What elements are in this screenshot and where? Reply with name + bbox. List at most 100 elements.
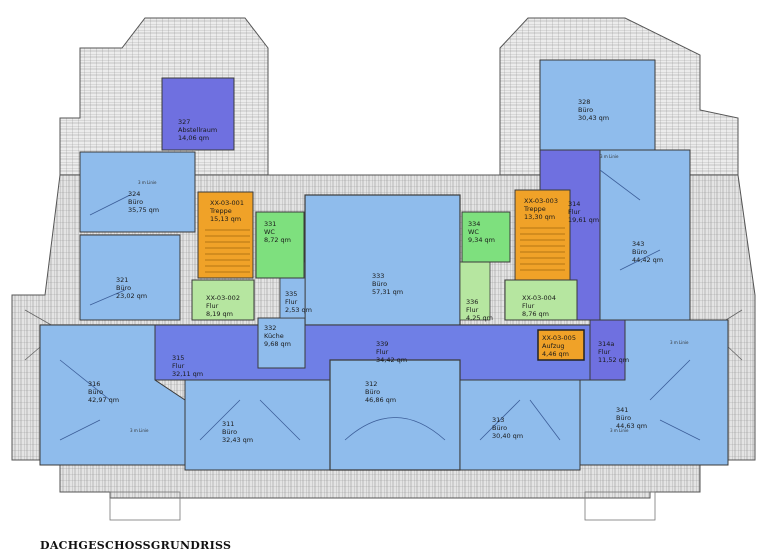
room-area-label: 14,06 qm — [178, 134, 209, 142]
room-name-label: Büro — [372, 280, 387, 288]
room-area-label: 19,61 qm — [568, 216, 599, 224]
room-num-label: 332 — [264, 324, 276, 332]
room-num-label: 333 — [372, 272, 384, 280]
room-area-label: 13,30 qm — [524, 213, 555, 221]
room-area-label: 30,43 qm — [578, 114, 609, 122]
room-name-label: Büro — [222, 428, 237, 436]
room-name-label: Abstellraum — [178, 126, 217, 134]
room-name-label: Büro — [88, 388, 103, 396]
room-324 — [79, 151, 196, 233]
room-area-label: 34,42 qm — [376, 356, 407, 364]
landing-xx004 — [504, 279, 578, 321]
room-area-label: 2,53 qm — [285, 306, 312, 314]
room-num-label: XX-03-005 — [542, 334, 576, 342]
room-area-label: 4,25 qm — [466, 314, 493, 322]
room-name-label: Flur — [466, 306, 479, 314]
room-area-label: 15,13 qm — [210, 215, 241, 223]
cores — [191, 189, 585, 361]
room-name-label: Treppe — [209, 207, 232, 215]
room-num-label: XX-03-003 — [524, 197, 558, 205]
roof-slope-lines — [59, 169, 701, 441]
room-area-label: 8,76 qm — [522, 310, 549, 318]
room-num-label: XX-03-004 — [522, 294, 556, 302]
room-name-label: Küche — [264, 332, 284, 340]
room-name-label: Büro — [632, 248, 647, 256]
room-num-label: 331 — [264, 220, 276, 228]
room-341 — [579, 319, 729, 466]
room-area-label: 9,34 qm — [468, 236, 495, 244]
room-num-label: 321 — [116, 276, 128, 284]
room-num-label: 312 — [365, 380, 377, 388]
room-name-label: WC — [468, 228, 479, 236]
wc-334 — [461, 211, 511, 263]
room-name-label: Flur — [206, 302, 219, 310]
room-area-label: 30,40 qm — [492, 432, 523, 440]
room-name-label: Büro — [492, 424, 507, 432]
room-num-label: 335 — [285, 290, 297, 298]
slope-markers: 3 m Linie 3 m Linie 3 m Linie 3 m Linie … — [130, 154, 689, 433]
room-num-label: 327 — [178, 118, 190, 126]
room-332 — [257, 317, 306, 369]
wc-331 — [255, 211, 305, 279]
room-name-label: WC — [264, 228, 275, 236]
stair-xx001 — [197, 191, 254, 279]
room-name-label: Büro — [128, 198, 143, 206]
room-area-label: 11,52 qm — [598, 356, 629, 364]
room-name-label: Büro — [365, 388, 380, 396]
room-name-label: Flur — [172, 362, 185, 370]
room-area-label: 35,75 qm — [128, 206, 159, 214]
room-327 — [161, 77, 235, 151]
room-name-label: Flur — [522, 302, 535, 310]
room-area-label: 46,86 qm — [365, 396, 396, 404]
room-num-label: 334 — [468, 220, 480, 228]
room-num-label: 316 — [88, 380, 100, 388]
room-name-label: Flur — [568, 208, 581, 216]
slope-label: 3 m Linie — [138, 180, 157, 185]
floor-plan: 3 m Linie 3 m Linie 3 m Linie 3 m Linie … — [11, 17, 756, 521]
room-area-label: 9,68 qm — [264, 340, 291, 348]
room-name-label: Büro — [116, 284, 131, 292]
room-343 — [599, 149, 691, 321]
room-321 — [79, 234, 181, 321]
room-num-label: 314a — [598, 340, 614, 348]
room-area-label: 8,72 qm — [264, 236, 291, 244]
room-name-label: Aufzug — [542, 342, 565, 350]
room-328 — [539, 59, 656, 151]
room-name-label: Flur — [598, 348, 611, 356]
room-area-label: 8,19 qm — [206, 310, 233, 318]
slope-label: 3 m Linie — [130, 428, 149, 433]
room-336 — [459, 261, 491, 321]
room-num-label: 324 — [128, 190, 140, 198]
room-333 — [304, 194, 461, 326]
room-area-label: 44,63 qm — [616, 422, 647, 430]
room-num-label: 336 — [466, 298, 478, 306]
room-area-label: 32,11 qm — [172, 370, 203, 378]
room-area-label: 57,31 qm — [372, 288, 403, 296]
room-name-label: Büro — [616, 414, 631, 422]
room-num-label: 339 — [376, 340, 388, 348]
room-num-label: 341 — [616, 406, 628, 414]
room-area-label: 23,02 qm — [116, 292, 147, 300]
room-num-label: 328 — [578, 98, 590, 106]
room-area-label: 44,42 qm — [632, 256, 663, 264]
rooms — [39, 59, 729, 471]
plan-title: DACHGESCHOSSGRUNDRISS — [40, 539, 232, 552]
landing-xx002 — [191, 279, 255, 321]
room-num-label: XX-03-002 — [206, 294, 240, 302]
room-area-label: 32,43 qm — [222, 436, 253, 444]
slope-label: 3 m Linie — [600, 154, 619, 159]
room-name-label: Büro — [578, 106, 593, 114]
room-313 — [459, 379, 581, 471]
room-num-label: 314 — [568, 200, 580, 208]
room-name-label: Treppe — [523, 205, 546, 213]
stair-xx003 — [514, 189, 571, 281]
room-area-label: 42,97 qm — [88, 396, 119, 404]
room-area-label: 4,46 qm — [542, 350, 569, 358]
room-num-label: 313 — [492, 416, 504, 424]
slope-label: 3 m Linie — [670, 340, 689, 345]
room-num-label: XX-03-001 — [210, 199, 244, 207]
elevator-xx005 — [537, 329, 585, 361]
room-311 — [184, 379, 331, 471]
slope-label: 3 m Linie — [610, 428, 629, 433]
